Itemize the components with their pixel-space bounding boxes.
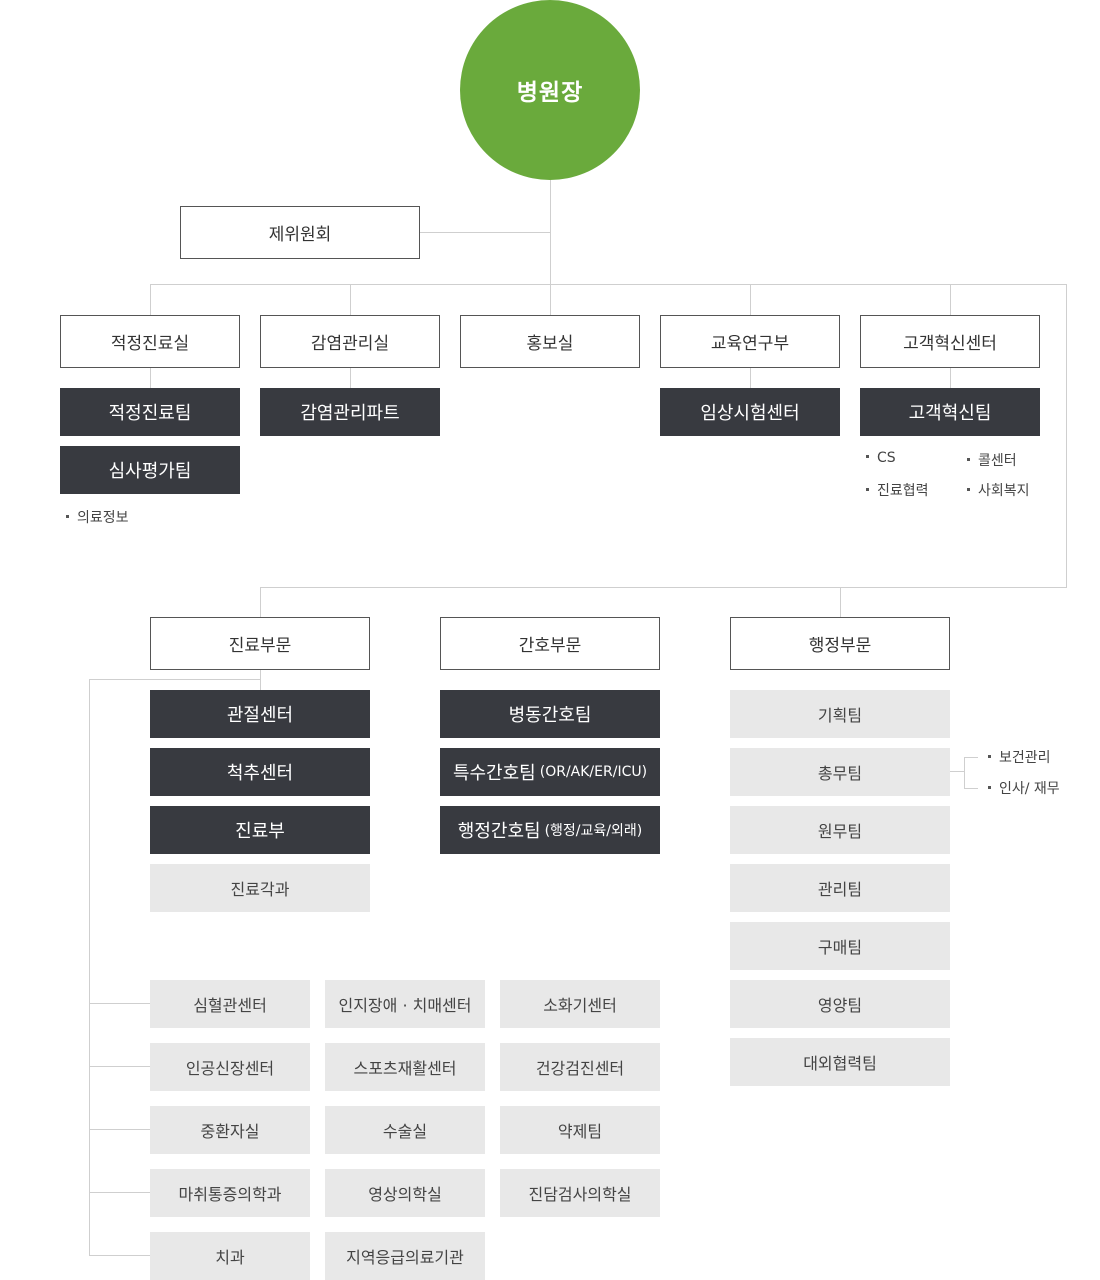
center-radiology: 영상의학실 (325, 1169, 485, 1217)
center-anesthesiology: 마취통증의학과 (150, 1169, 310, 1217)
team-appropriate-care: 적정진료팀 (60, 388, 240, 436)
note-care-cooperation: 진료협력 (866, 480, 929, 500)
center-digestive: 소화기센터 (500, 980, 660, 1028)
dept-education-research: 교육연구부 (660, 315, 840, 368)
team-review-evaluation: 심사평가팀 (60, 446, 240, 494)
note-hr-finance: 인사/ 재무 (988, 778, 1060, 798)
center-branch-1 (89, 1003, 150, 1004)
drop-dept-4 (750, 284, 751, 315)
link-dept-5 (950, 367, 951, 388)
admin-purchasing-team: 구매팀 (730, 922, 950, 970)
right-vertical (1066, 284, 1067, 587)
center-dialysis: 인공신장센터 (150, 1043, 310, 1091)
division-medical: 진료부문 (150, 617, 370, 670)
center-health-checkup: 건강검진센터 (500, 1043, 660, 1091)
medical-department: 진료부 (150, 806, 370, 854)
center-sports-rehab: 스포츠재활센터 (325, 1043, 485, 1091)
link-dept-4 (750, 367, 751, 388)
drop-dept-2 (350, 284, 351, 315)
center-dental: 치과 (150, 1232, 310, 1280)
center-pharmacy: 약제팀 (500, 1106, 660, 1154)
medical-spine-center: 척추센터 (150, 748, 370, 796)
dept-appropriate-care: 적정진료실 (60, 315, 240, 368)
dept-infection-control: 감염관리실 (260, 315, 440, 368)
center-branch-2 (89, 1066, 150, 1067)
root-node: 병원장 (460, 0, 640, 180)
center-emergency: 지역응급의료기관 (325, 1232, 485, 1280)
drop-dept-1 (150, 284, 151, 315)
nursing-admin-team: 행정간호팀(행정/교육/외래) (440, 806, 660, 854)
note-medical-info: 의료정보 (66, 507, 129, 527)
center-branch-5 (89, 1255, 150, 1256)
team-infection-part: 감염관리파트 (260, 388, 440, 436)
admin-note-bottom (964, 788, 978, 789)
medical-clinical-depts: 진료각과 (150, 864, 370, 912)
center-cardiovascular: 심혈관센터 (150, 980, 310, 1028)
division-admin: 행정부문 (730, 617, 950, 670)
center-dementia: 인지장애 · 치매센터 (325, 980, 485, 1028)
center-operating-room: 수술실 (325, 1106, 485, 1154)
center-branch-4 (89, 1192, 150, 1193)
drop-division-1 (260, 587, 261, 617)
committee-connector (420, 232, 550, 233)
center-icu: 중환자실 (150, 1106, 310, 1154)
nursing-ward-team: 병동간호팀 (440, 690, 660, 738)
admin-note-v (964, 757, 965, 788)
dept-pr: 홍보실 (460, 315, 640, 368)
admin-planning-team: 기획팀 (730, 690, 950, 738)
root-stem (550, 180, 551, 315)
medical-joint-center: 관절센터 (150, 690, 370, 738)
drop-dept-5 (950, 284, 951, 315)
note-health-management: 보건관리 (988, 747, 1051, 767)
center-lab-medicine: 진담검사의학실 (500, 1169, 660, 1217)
note-cs: CS (866, 450, 896, 466)
admin-note-top (964, 757, 978, 758)
top-bus (150, 284, 1067, 285)
admin-note-h (950, 771, 964, 772)
link-dept-1 (150, 367, 151, 388)
admin-general-affairs-team: 총무팀 (730, 748, 950, 796)
note-call-center: 콜센터 (967, 450, 1017, 470)
note-social-welfare: 사회복지 (967, 480, 1030, 500)
nursing-special-team: 특수간호팀(OR/AK/ER/ICU) (440, 748, 660, 796)
division-nursing: 간호부문 (440, 617, 660, 670)
division-bus (260, 587, 1067, 588)
admin-nutrition-team: 영양팀 (730, 980, 950, 1028)
dept-customer-innovation: 고객혁신센터 (860, 315, 1040, 368)
admin-external-cooperation-team: 대외협력팀 (730, 1038, 950, 1086)
team-customer-innovation: 고객혁신팀 (860, 388, 1040, 436)
admin-patient-affairs-team: 원무팀 (730, 806, 950, 854)
medical-link (260, 669, 261, 690)
medical-left-bus (89, 679, 90, 1256)
center-branch-3 (89, 1129, 150, 1130)
drop-division-3 (840, 587, 841, 617)
committee-box: 제위원회 (180, 206, 420, 259)
medical-left-bus-top (89, 679, 260, 680)
link-dept-2 (350, 367, 351, 388)
admin-management-team: 관리팀 (730, 864, 950, 912)
team-clinical-trial: 임상시험센터 (660, 388, 840, 436)
